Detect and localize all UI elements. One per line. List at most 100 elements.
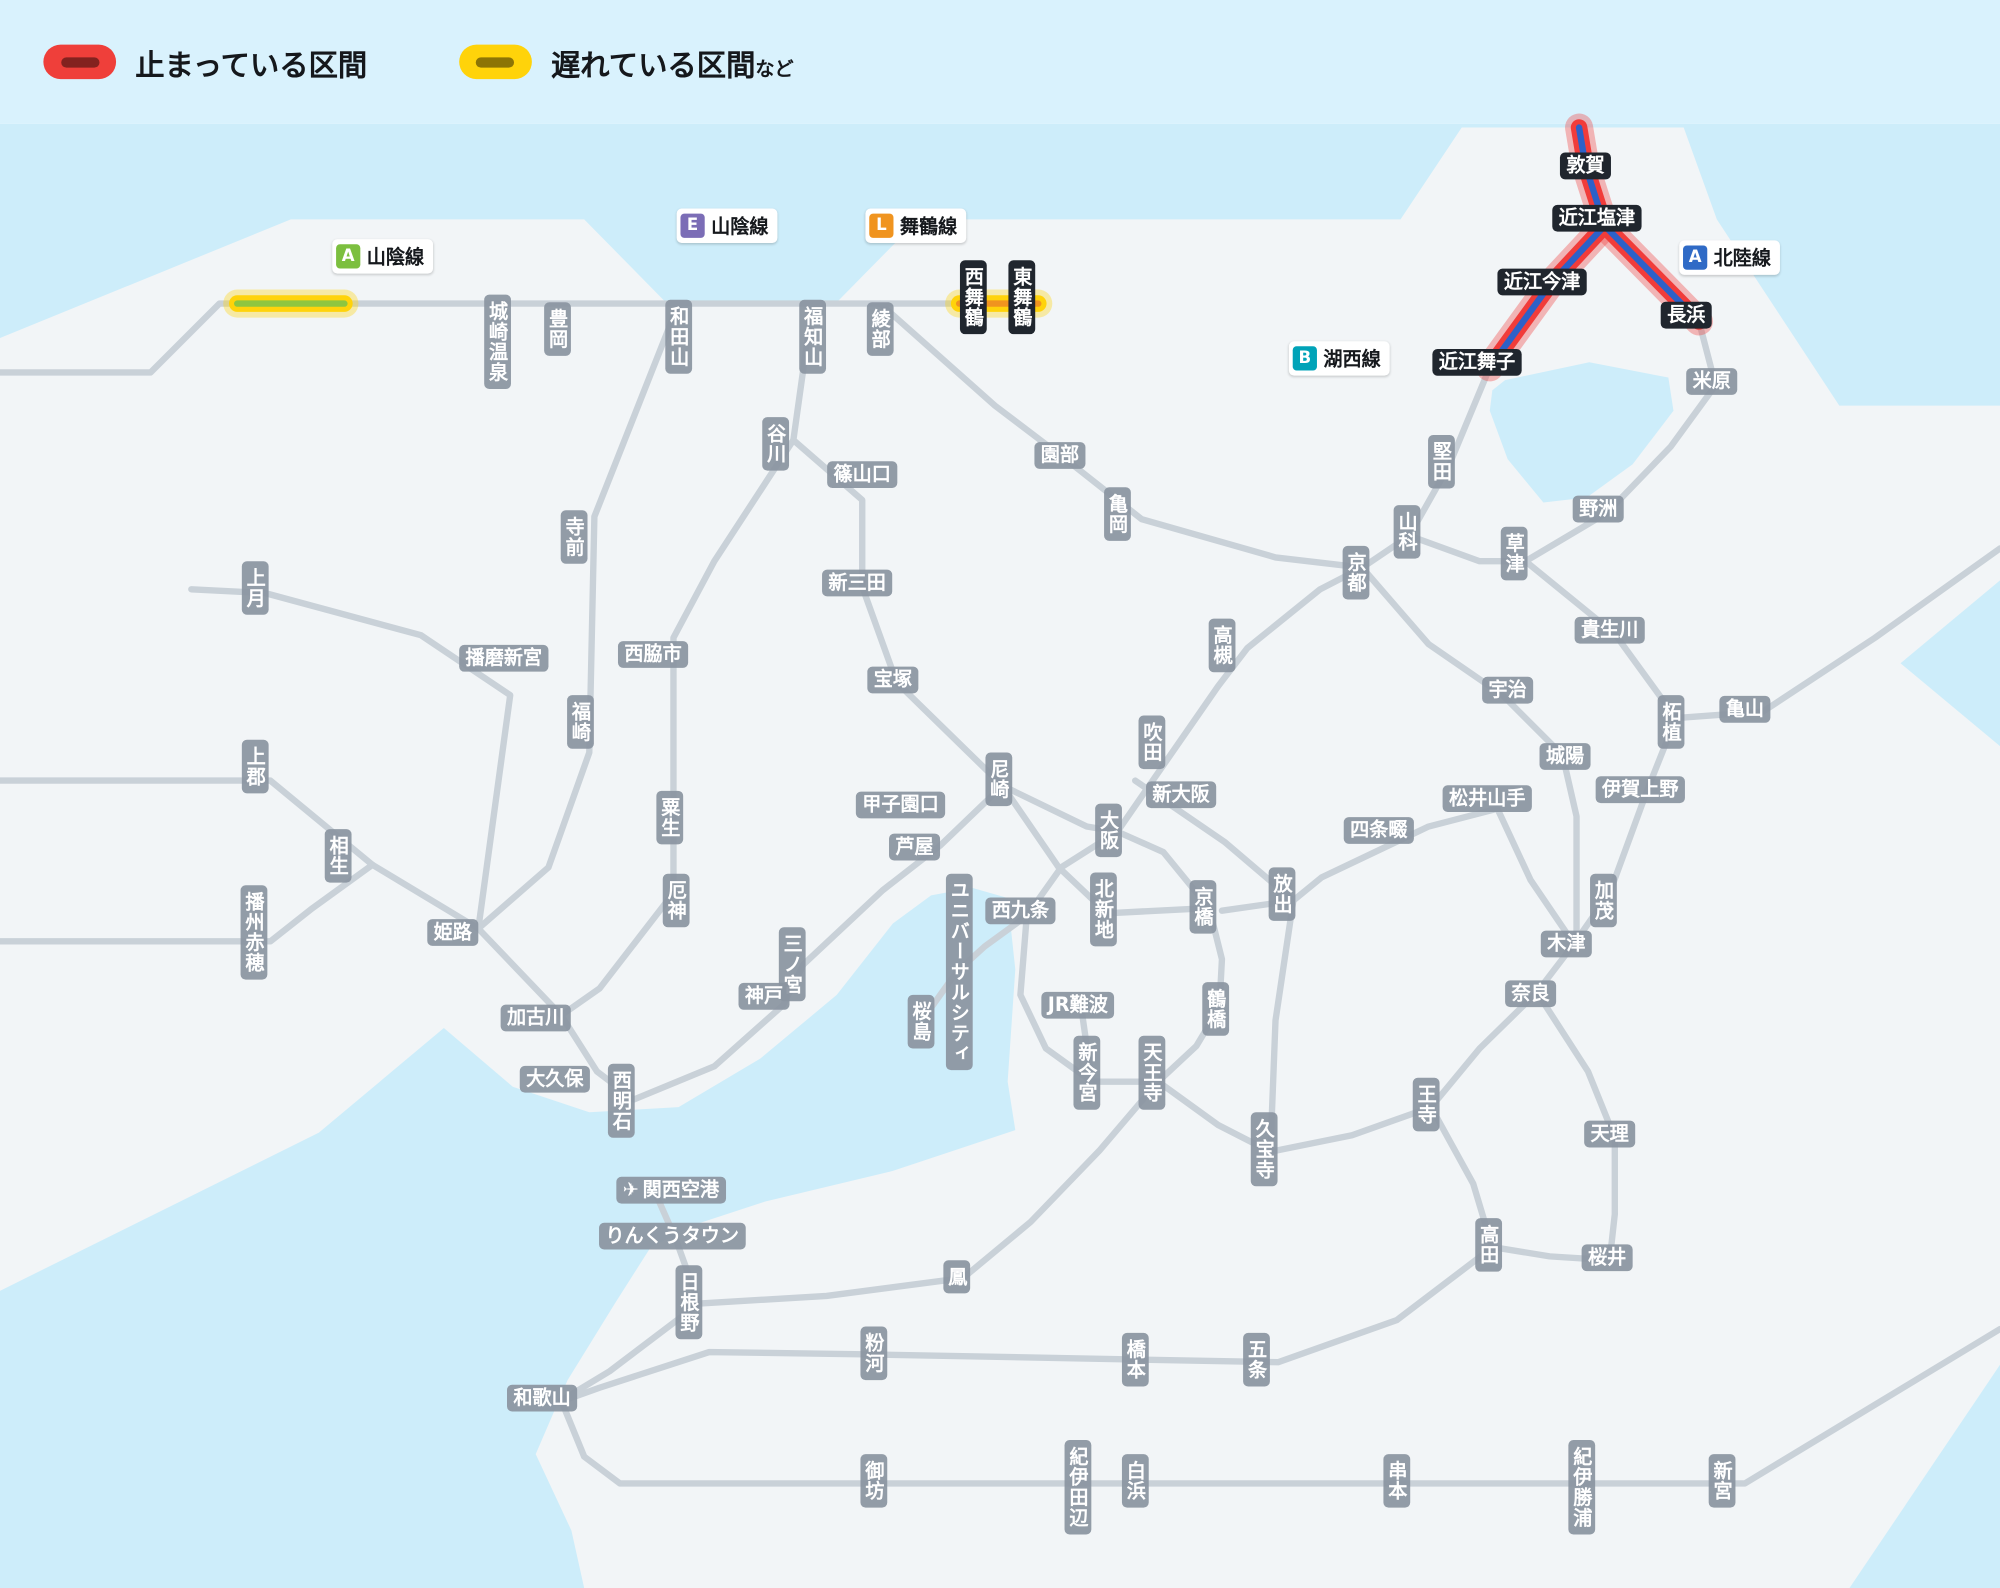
rail-line (790, 300, 1006, 789)
legend-item-stopped: 止まっている区間 (43, 40, 367, 83)
station-label: 甲子園口 (855, 791, 946, 819)
station-label: 豊岡 (544, 302, 571, 356)
station-label: 野洲 (1572, 495, 1624, 523)
station-label: 新宮 (1708, 1454, 1736, 1508)
legend-text-stopped: 止まっている区間 (135, 40, 367, 83)
delayed-section-icon (459, 44, 532, 80)
station-label: 草津 (1500, 526, 1528, 581)
rail-line (0, 861, 376, 945)
line-badge-label: 山陰線 (366, 245, 425, 269)
station-label-affected: 西舞鶴 (959, 260, 987, 335)
rail-line (558, 436, 797, 1019)
station-label: 串本 (1383, 1454, 1410, 1508)
station-label: 播磨新宮 (459, 644, 549, 672)
station-label-affected: 近江塩津 (1552, 204, 1642, 232)
station-label: 木津 (1540, 930, 1592, 958)
station-label: 四条畷 (1343, 817, 1414, 844)
station-label: 紀伊田辺 (1064, 1440, 1092, 1535)
station-label: 吹田 (1138, 715, 1166, 770)
station-label: 鶴橋 (1202, 982, 1229, 1036)
station-label: 貴生川 (1574, 616, 1645, 644)
station-label: 新三田 (822, 569, 893, 597)
station-label: 上月 (241, 561, 269, 615)
station-label: 粟生 (656, 790, 683, 845)
rail-line (999, 782, 1210, 917)
station-label: 白浜 (1121, 1454, 1149, 1508)
legend-suffix: など (755, 56, 794, 80)
station-label: 堅田 (1428, 434, 1455, 489)
station-label-affected: 敦賀 (1559, 152, 1611, 180)
station-label-affected: 東舞鶴 (1008, 260, 1035, 335)
station-label: 放出 (1268, 867, 1296, 921)
station-label: 大久保 (519, 1065, 590, 1093)
station-label: 相生 (324, 829, 352, 883)
rail-line (558, 1325, 2000, 1487)
station-label: 五条 (1243, 1332, 1270, 1387)
station-label: 西脇市 (617, 641, 689, 668)
station-label: 綾部 (866, 302, 894, 356)
station-label: 和田山 (665, 299, 692, 374)
rail-line (1267, 897, 1297, 1155)
station-label: 新今宮 (1073, 1035, 1100, 1110)
station-label: 西九条 (985, 897, 1056, 924)
stopped-section-icon-core (60, 56, 99, 67)
station-label: 京都 (1342, 545, 1370, 600)
station-label: 和歌山 (507, 1384, 578, 1412)
station-label: 奈良 (1505, 980, 1557, 1007)
line-badge-label: 湖西線 (1323, 347, 1381, 371)
line-badge-label: 北陸線 (1713, 246, 1772, 270)
station-label: 桜島 (907, 994, 935, 1049)
station-label: 福崎 (567, 695, 594, 749)
station-label: ユニバーサルシティ (945, 873, 973, 1071)
station-label: 柘植 (1657, 695, 1685, 749)
station-label: 大阪 (1095, 803, 1122, 858)
station-label-affected: 近江舞子 (1432, 348, 1522, 376)
legend-label: 遅れている区間 (550, 49, 756, 83)
line-letter-icon: B (1292, 346, 1317, 371)
station-label: 天王寺 (1138, 1035, 1166, 1110)
legend-strip-background (0, 0, 2000, 124)
line-letter-icon: A (336, 244, 361, 269)
rail-line (188, 586, 514, 932)
station-label: 厄神 (662, 873, 690, 928)
lake-biwa (1489, 362, 1674, 503)
station-label: 播州赤穂 (240, 885, 268, 980)
station-label: 桜井 (1581, 1244, 1633, 1271)
station-label: 米原 (1686, 368, 1738, 395)
station-label-affected: 長浜 (1660, 301, 1712, 329)
station-label: 園部 (1034, 442, 1086, 469)
station-label: 芦屋 (889, 833, 941, 861)
station-label: 日根野 (675, 1265, 703, 1340)
station-label: 神戸 (738, 982, 790, 1010)
legend-text-delayed: 遅れている区間など (551, 40, 794, 83)
station-label: 谷川 (762, 417, 789, 471)
rail-line (0, 300, 1042, 376)
station-label: 尼崎 (985, 752, 1012, 807)
station-label: 御坊 (860, 1454, 887, 1508)
rail-line (558, 1078, 1162, 1404)
station-label: 加茂 (1590, 873, 1617, 928)
station-label: 高槻 (1208, 618, 1236, 673)
osaka-bay (0, 887, 1016, 1588)
station-label: 宝塚 (867, 666, 919, 694)
station-label: 伊賀上野 (1595, 776, 1685, 803)
station-label: 紀伊勝浦 (1568, 1440, 1595, 1535)
line-badge-label: 山陰線 (711, 214, 769, 238)
station-label: 亀山 (1719, 695, 1771, 723)
station-label: 宇治 (1482, 676, 1534, 704)
station-label: 篠山口 (827, 461, 898, 488)
station-label: 亀岡 (1104, 487, 1131, 541)
station-label: 山科 (1393, 505, 1421, 559)
station-label: ✈関西空港 (616, 1176, 726, 1204)
station-label-affected: 近江今津 (1497, 268, 1587, 296)
station-label: 新大阪 (1146, 781, 1217, 808)
rail-line (560, 1103, 1496, 1404)
